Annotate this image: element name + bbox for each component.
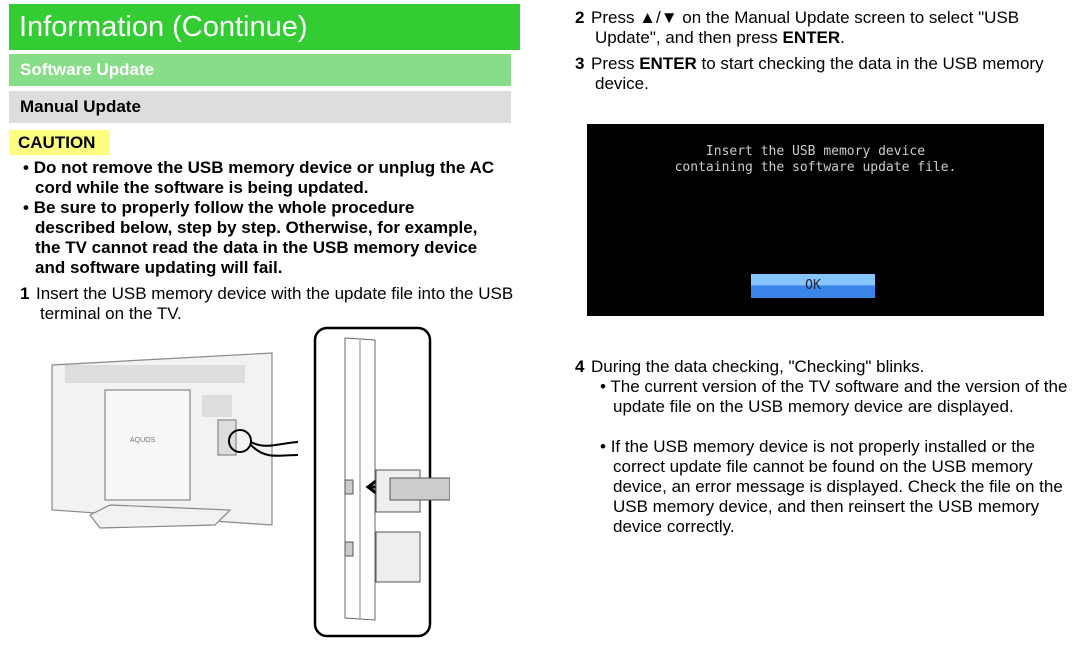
ok-button: OK [751, 274, 875, 298]
caution-bullet: • Be sure to properly follow the whole p… [23, 198, 478, 277]
page-title: Information (Continue) [9, 4, 520, 50]
tv-usb-illustration: AQUOS [51, 326, 450, 638]
caution-bullet: • Do not remove the USB memory device or… [23, 158, 495, 197]
brand-logo: AQUOS [130, 437, 156, 444]
subsection-heading: Manual Update [9, 91, 511, 123]
caution-bullet-text: Do not remove the USB memory device or u… [33, 158, 495, 197]
step-text: During the data checking, "Checking" bli… [591, 357, 925, 376]
step-text: Insert the USB memory device with the up… [36, 284, 514, 323]
step-4-bullet: • If the USB memory device is not proper… [600, 437, 1063, 536]
section-heading: Software Update [9, 54, 511, 86]
caution-label: CAUTION [9, 130, 110, 155]
step-4-bullet: • The current version of the TV software… [600, 377, 1068, 416]
caution-bullet-text: Be sure to properly follow the whole pro… [33, 198, 478, 277]
